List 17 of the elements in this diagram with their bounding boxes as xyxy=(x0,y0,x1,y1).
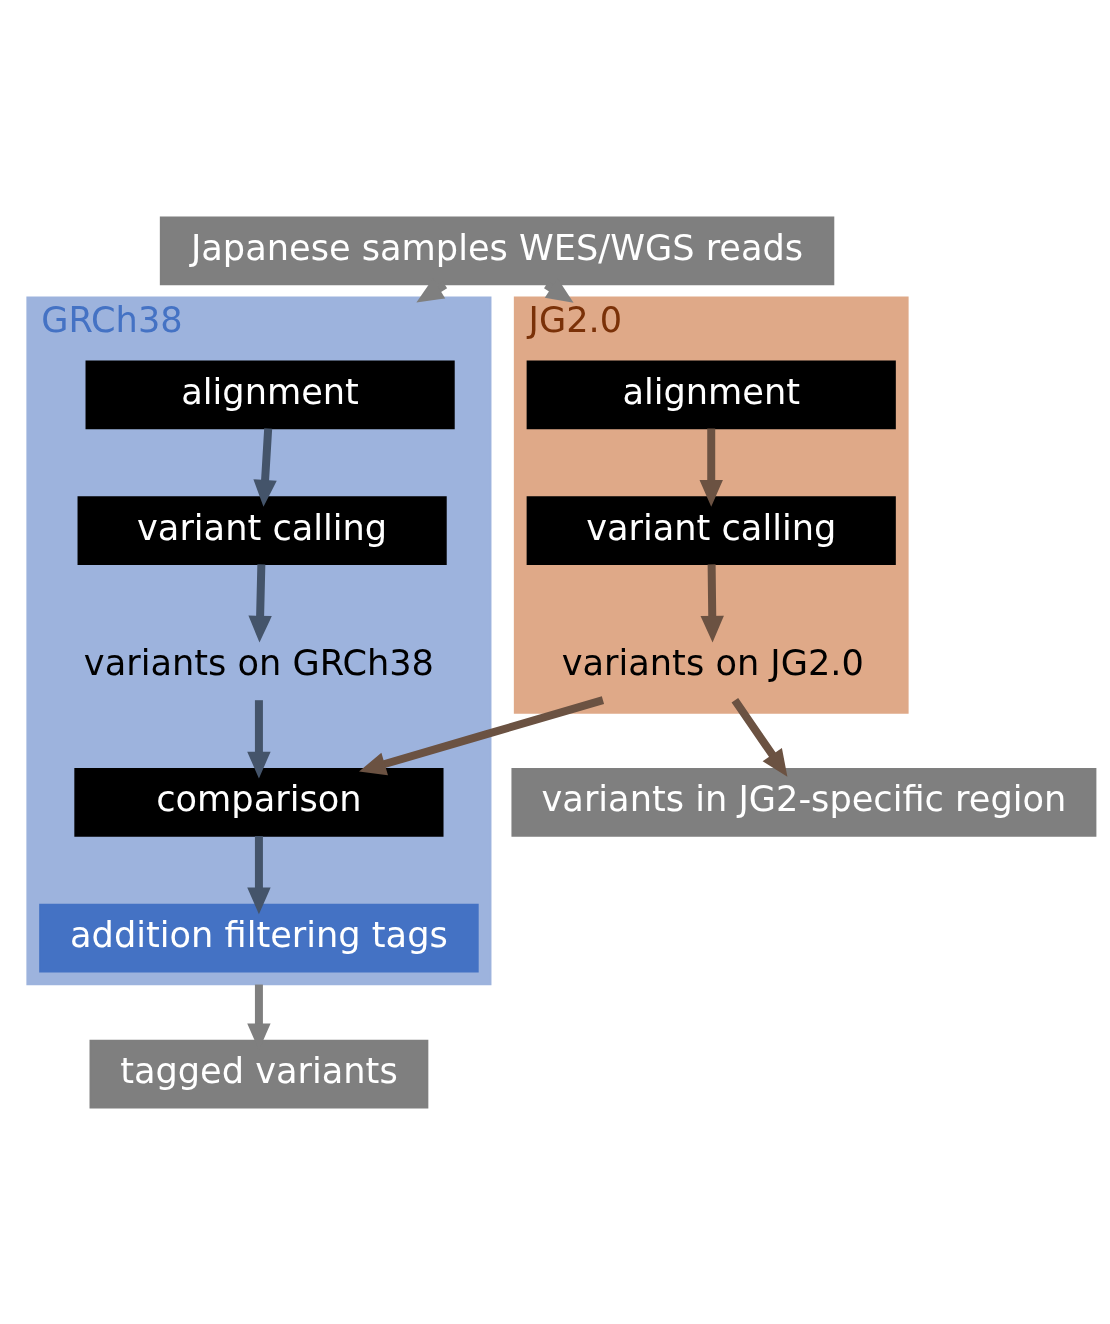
arrow xyxy=(247,835,271,914)
arrow xyxy=(253,427,277,507)
arrow xyxy=(700,563,724,643)
node-box: alignment xyxy=(526,359,896,429)
node-box: variant calling xyxy=(77,495,447,565)
node-box: variants in JG2-specific region xyxy=(511,767,1097,837)
node-text: variants on GRCh38 xyxy=(83,641,434,683)
node-text: variants on JG2.0 xyxy=(561,641,864,683)
arrow xyxy=(359,695,605,775)
node-box: comparison xyxy=(74,767,444,837)
node-box: addition filtering tags xyxy=(39,903,479,973)
node-box: Japanese samples WES/WGS reads xyxy=(159,216,835,285)
node-box: variant calling xyxy=(526,495,896,565)
node-box: alignment xyxy=(85,359,455,429)
node-box: tagged variants xyxy=(89,1039,429,1108)
arrow xyxy=(699,428,723,507)
arrow xyxy=(248,563,272,643)
